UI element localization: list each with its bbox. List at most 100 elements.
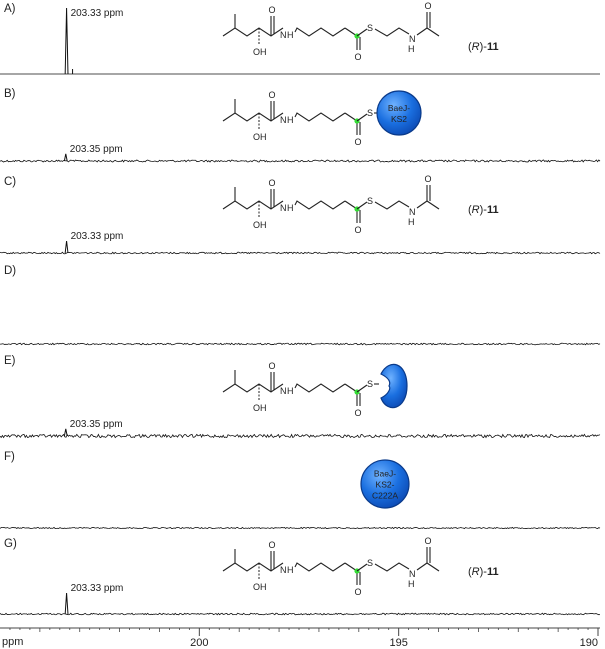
bond-chain xyxy=(374,27,410,37)
bond xyxy=(356,384,368,393)
atom-n: N xyxy=(280,386,287,396)
atom-n: N xyxy=(280,115,287,125)
peak-label: 203.35 ppm xyxy=(70,144,123,155)
bond xyxy=(426,562,440,572)
atom-n: N xyxy=(409,207,416,217)
atom-oh: OH xyxy=(253,582,267,592)
bond-chain xyxy=(374,562,410,572)
panel-letter: B) xyxy=(4,88,16,100)
bond-chain xyxy=(222,383,284,393)
bond xyxy=(356,201,368,210)
protein-blob xyxy=(376,90,422,136)
spectrum-trace xyxy=(0,433,601,439)
panel-letter: G) xyxy=(4,538,17,550)
protein-blob xyxy=(360,459,410,509)
atom-h: H xyxy=(408,44,415,54)
bond-chain xyxy=(222,562,284,572)
atom-n: N xyxy=(409,34,416,44)
atom-o: O xyxy=(425,1,432,11)
bond xyxy=(356,563,368,572)
peak-label: 203.33 ppm xyxy=(71,231,124,242)
atom-h: H xyxy=(287,203,294,213)
protein-label: C222A xyxy=(372,491,398,501)
atom-s: S xyxy=(367,196,373,206)
atom-oh: OH xyxy=(253,132,267,142)
spectrum-peak xyxy=(63,153,68,162)
atom-oh: OH xyxy=(253,47,267,57)
panel-letter: D) xyxy=(4,265,16,277)
atom-o: O xyxy=(355,137,362,147)
protein-label: KS2- xyxy=(376,480,395,490)
bond-chain xyxy=(294,562,346,572)
axis-unit-label: ppm xyxy=(2,636,23,648)
atom-s: S xyxy=(367,23,373,33)
axis-major-ticks: 200 195 190 xyxy=(190,628,599,649)
bond xyxy=(426,200,440,210)
spectrum-panel: F) BaeJ-KS2-C222A xyxy=(0,451,601,530)
protein-fragment xyxy=(380,363,408,409)
atom-oh: OH xyxy=(253,403,267,413)
bond xyxy=(416,562,428,571)
atom-s: S xyxy=(367,108,373,118)
compound-label: (R)-11 xyxy=(468,204,499,216)
atom-h: H xyxy=(287,115,294,125)
bond xyxy=(416,27,428,36)
ppm-axis: 200 195 190 ppm xyxy=(0,627,600,649)
tick-label: 195 xyxy=(389,637,407,649)
atom-o: O xyxy=(269,540,276,550)
peak-label: 203.33 ppm xyxy=(71,8,124,19)
atom-o: O xyxy=(355,408,362,418)
bond-chain xyxy=(222,200,284,210)
compound-label: (R)-11 xyxy=(468,566,499,578)
bond xyxy=(356,28,368,37)
compound-label: (R)-11 xyxy=(468,41,499,53)
protein-label: BaeJ- xyxy=(388,103,410,113)
tick-label: 190 xyxy=(580,637,598,649)
atom-o: O xyxy=(269,178,276,188)
protein-label: BaeJ- xyxy=(374,469,396,479)
spectrum-peak xyxy=(63,428,68,437)
atom-o: O xyxy=(269,361,276,371)
atom-h: H xyxy=(287,386,294,396)
spectrum-peak xyxy=(64,7,69,75)
atom-n: N xyxy=(280,30,287,40)
bond-chain xyxy=(294,27,346,37)
bond-chain xyxy=(294,112,346,122)
peak-label: 203.33 ppm xyxy=(71,583,124,594)
atom-h: H xyxy=(408,217,415,227)
bond-chain xyxy=(222,112,284,122)
atom-o: O xyxy=(355,587,362,597)
atom-o: O xyxy=(425,174,432,184)
atom-h: H xyxy=(287,565,294,575)
axis-minor-ticks xyxy=(9,628,589,632)
bond-chain xyxy=(374,200,410,210)
atom-s: S xyxy=(367,558,373,568)
atom-n: N xyxy=(280,565,287,575)
atom-o: O xyxy=(355,52,362,62)
panel-letter: C) xyxy=(4,176,16,188)
bond xyxy=(416,200,428,209)
peak-label: 203.35 ppm xyxy=(70,419,123,430)
panel-letter: F) xyxy=(4,451,15,463)
atom-h: H xyxy=(287,30,294,40)
tick-label: 200 xyxy=(190,637,208,649)
bond xyxy=(426,27,440,37)
atom-s: S xyxy=(367,379,373,389)
spectrum-peak xyxy=(64,240,69,254)
spectrum-trace xyxy=(0,159,601,163)
atom-o: O xyxy=(269,90,276,100)
bond-chain xyxy=(294,383,346,393)
atom-oh: OH xyxy=(253,220,267,230)
spectrum-peak xyxy=(64,592,69,615)
atom-o: O xyxy=(355,225,362,235)
bond xyxy=(356,113,368,122)
spectrum-trace xyxy=(0,612,601,616)
bond-chain xyxy=(294,200,346,210)
panel-letter: A) xyxy=(4,3,16,15)
